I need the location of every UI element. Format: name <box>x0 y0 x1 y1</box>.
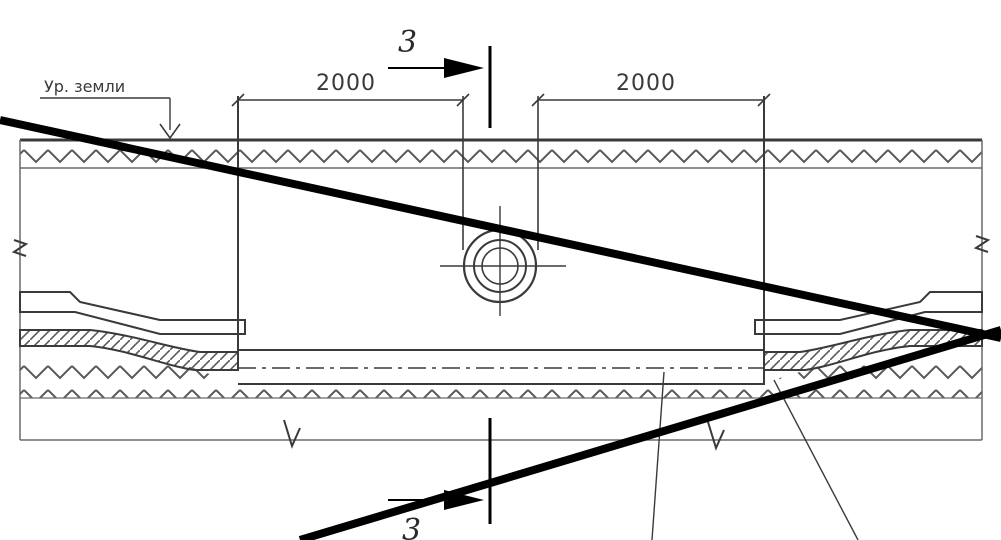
break-symbol-right <box>973 235 991 253</box>
outer-boundary <box>11 140 991 451</box>
section-arrow-top <box>444 58 484 78</box>
break-symbol-bottom-right <box>707 421 725 451</box>
leader-lines <box>651 371 859 540</box>
break-symbol-left <box>11 239 29 257</box>
section-mark-bottom: 3 <box>388 418 492 540</box>
section-label-bottom: 3 <box>402 513 421 540</box>
section-mark-top: 3 <box>388 25 492 128</box>
pipe-section <box>440 206 566 316</box>
bottom-soil-layer <box>20 358 982 399</box>
crossout-stroke-1 <box>0 116 1001 342</box>
bedding-left <box>19 291 246 371</box>
break-symbol-bottom-left <box>283 419 301 449</box>
section-label-top: 3 <box>398 25 417 60</box>
crossout-strokes <box>0 116 1001 540</box>
dimension-right: 2000 <box>531 71 771 107</box>
ground-level-label: Ур. земли <box>44 77 125 96</box>
bedding-right <box>754 291 983 371</box>
dimension-left: 2000 <box>231 71 470 107</box>
trench-walls <box>237 96 765 385</box>
dimension-label-right: 2000 <box>616 71 676 96</box>
crossout-stroke-2 <box>298 326 1001 540</box>
ground-level-callout: Ур. земли <box>40 77 181 140</box>
dimension-label-left: 2000 <box>316 71 376 96</box>
